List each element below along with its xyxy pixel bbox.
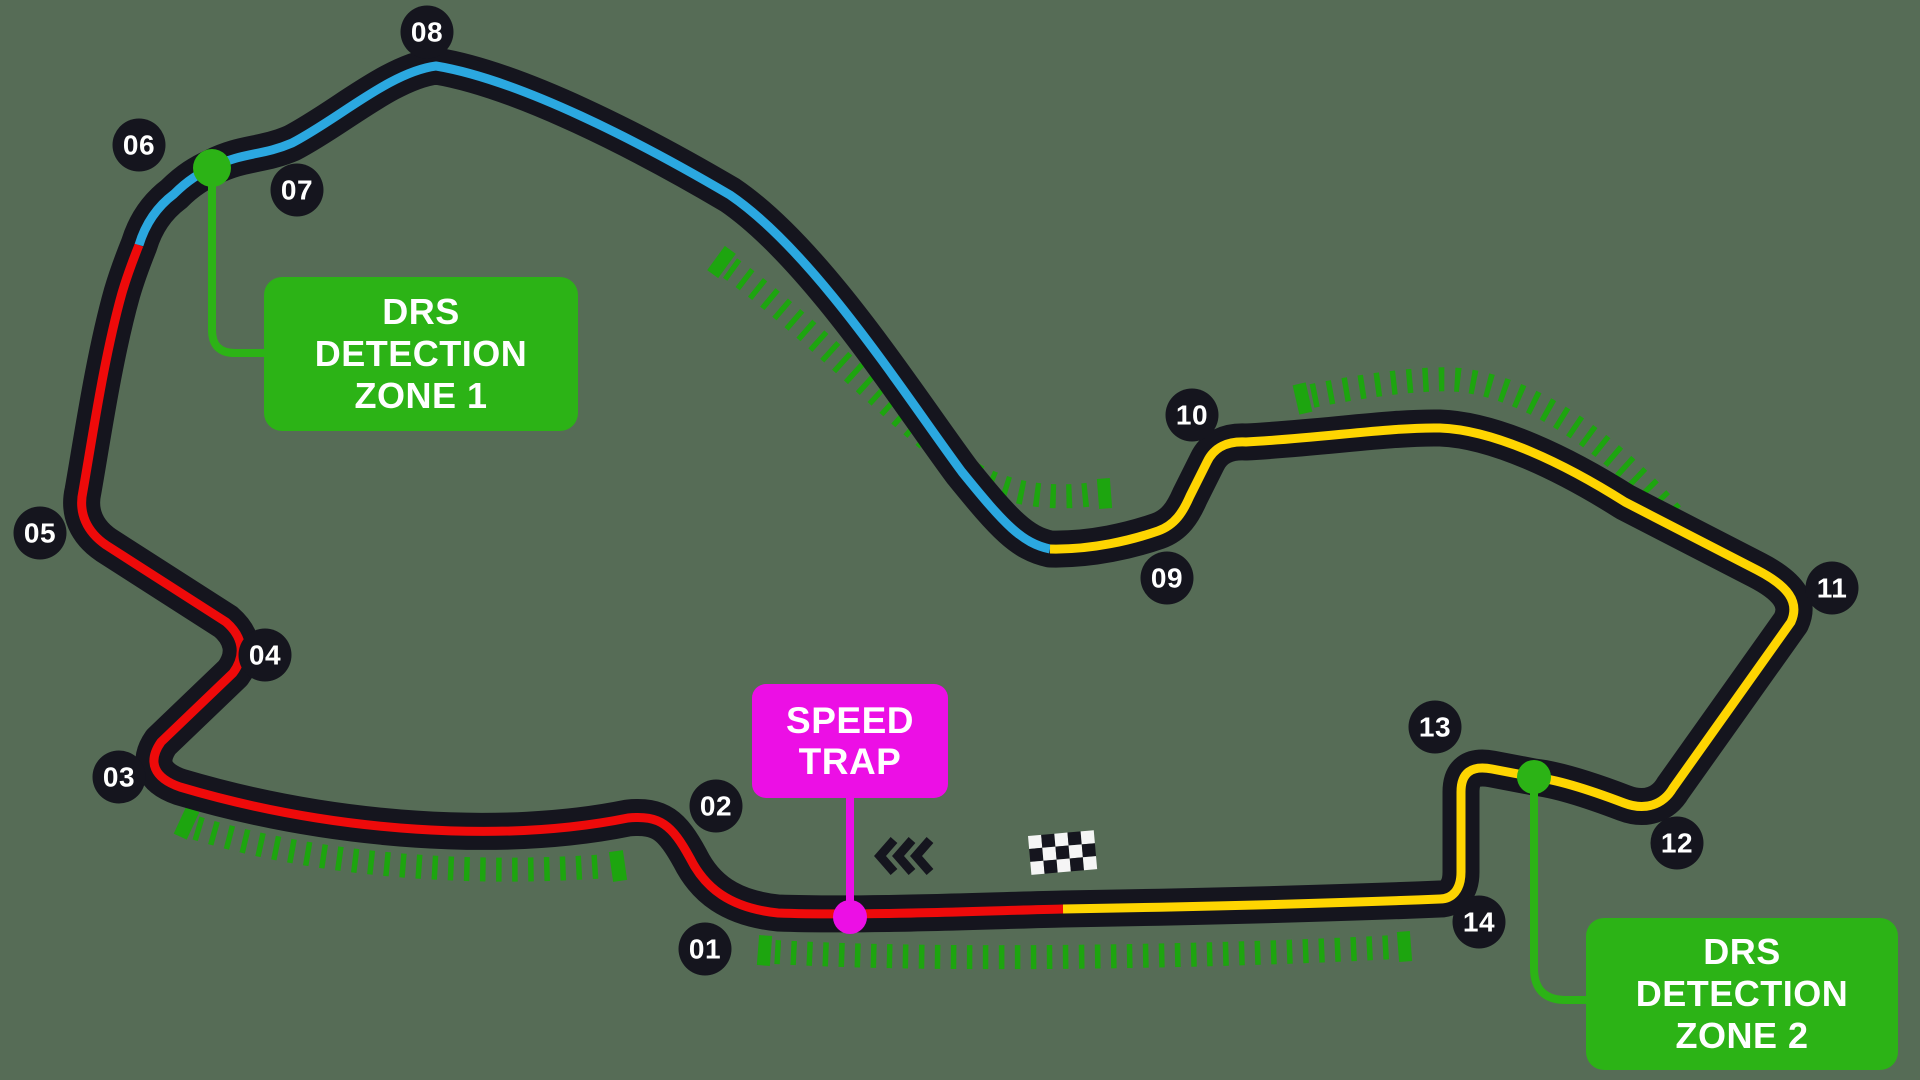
drs-zone-dashes-main-straight [774, 935, 1396, 970]
turn-badge-14: 14 [1452, 895, 1506, 949]
turn-badge-01: 01 [678, 922, 732, 976]
checkered-flag-icon [1028, 830, 1098, 875]
drs-zone-dashes-top-right [1309, 367, 1692, 534]
drs-zone-endblock [608, 850, 628, 882]
turn-badge-07: 07 [270, 163, 324, 217]
direction-chevrons-icon [874, 837, 934, 875]
speed-trap-point [833, 900, 867, 934]
turn-badge-08: 08 [400, 5, 454, 59]
racing-line-sector-3 [1049, 423, 1799, 914]
turn-badge-05: 05 [13, 506, 67, 560]
turn-badge-06: 06 [112, 118, 166, 172]
drs-zone-endblock [1292, 382, 1313, 415]
drs-zone-endblock [707, 245, 736, 279]
drs-zone-dashes-back-straight [192, 816, 609, 882]
drs1-connector-line [208, 178, 266, 357]
drs-zone-endblock [1396, 931, 1413, 962]
drs2-connector-line [1530, 788, 1588, 1004]
drs-detection-zone-1-label: DRS DETECTION ZONE 1 [264, 277, 578, 431]
drs-detection-zone-2-label: DRS DETECTION ZONE 2 [1586, 918, 1898, 1070]
drs-detection-point-1 [193, 149, 231, 187]
speed-trap-label: SPEED TRAP [752, 684, 948, 798]
drs-detection-point-2 [1517, 760, 1551, 794]
turn-badge-13: 13 [1408, 700, 1462, 754]
drs-zone-endblock [756, 935, 773, 966]
turn-badge-11: 11 [1805, 561, 1859, 615]
turn-badge-04: 04 [238, 628, 292, 682]
turn-badge-09: 09 [1140, 551, 1194, 605]
turn-badge-02: 02 [689, 779, 743, 833]
turn-badge-10: 10 [1165, 388, 1219, 442]
turn-badge-12: 12 [1650, 816, 1704, 870]
drs-zone-endblock [1096, 478, 1113, 509]
turn-badge-03: 03 [92, 750, 146, 804]
drs-zone-endblock [173, 806, 200, 840]
racing-line-sector-1 [77, 243, 1064, 919]
